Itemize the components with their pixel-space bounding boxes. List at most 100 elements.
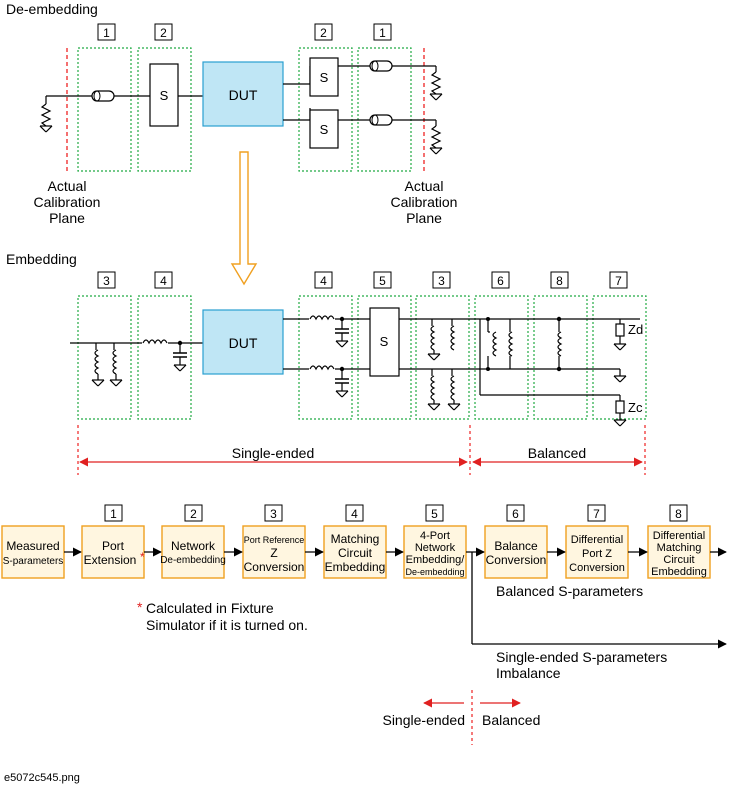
footnote-line-1: Calculated in Fixture xyxy=(146,600,274,616)
deembedding-diagram: 1 2 2 1 S DUT xyxy=(34,23,458,226)
svg-text:Differential: Differential xyxy=(571,534,623,546)
svg-text:Conversion: Conversion xyxy=(486,553,547,567)
cable-icon xyxy=(369,114,393,126)
svg-text:4: 4 xyxy=(320,274,327,288)
footnote-line-2: Simulator if it is turned on. xyxy=(146,617,308,633)
step-number-box: 7 xyxy=(609,271,628,289)
svg-text:Circuit: Circuit xyxy=(663,554,694,566)
svg-text:Port Reference: Port Reference xyxy=(244,535,305,545)
svg-text:De-embedding: De-embedding xyxy=(160,555,226,566)
svg-text:Embedding: Embedding xyxy=(651,566,707,578)
svg-text:S: S xyxy=(380,334,389,349)
svg-text:Balance: Balance xyxy=(494,539,538,553)
svg-text:7: 7 xyxy=(615,274,622,288)
svg-text:Extension: Extension xyxy=(84,553,137,567)
svg-text:De-embedding: De-embedding xyxy=(405,567,464,577)
measured-sparams-box xyxy=(1,525,65,579)
svg-text:5: 5 xyxy=(379,274,386,288)
svg-text:8: 8 xyxy=(556,274,563,288)
step-number-box: 5 xyxy=(373,271,392,289)
legend-balanced: Balanced xyxy=(482,712,540,728)
step-number-box: 1 xyxy=(104,504,123,522)
filename-caption: e5072c545.png xyxy=(4,772,80,784)
cable-icon xyxy=(369,60,393,72)
svg-text:Network: Network xyxy=(171,539,216,553)
step-number-box: 1 xyxy=(97,23,116,41)
differential-matching-circuit-box xyxy=(647,525,711,579)
svg-text:*: * xyxy=(137,599,143,615)
svg-text:Embedding/: Embedding/ xyxy=(406,554,466,566)
matching-circuit-embedding-box xyxy=(323,525,387,579)
s-parameter-block xyxy=(309,57,339,97)
svg-text:Plane: Plane xyxy=(406,210,442,226)
step-number-box: 1 xyxy=(373,23,392,41)
svg-text:4: 4 xyxy=(160,274,167,288)
svg-text:3: 3 xyxy=(270,507,277,521)
svg-text:4-Port: 4-Port xyxy=(420,530,450,542)
svg-text:7: 7 xyxy=(593,507,600,521)
balance-conversion-box xyxy=(484,525,548,579)
step-number-box: 7 xyxy=(587,504,606,522)
dut-block xyxy=(202,61,284,127)
svg-text:3: 3 xyxy=(103,274,110,288)
step-number-box: 6 xyxy=(491,271,510,289)
step-number-box: 2 xyxy=(314,23,333,41)
step-number-box: 2 xyxy=(184,504,203,522)
svg-text:2: 2 xyxy=(190,507,197,521)
balanced-range-label: Balanced xyxy=(528,445,586,461)
imbalance-label: Imbalance xyxy=(496,665,561,681)
svg-text:Circuit: Circuit xyxy=(338,546,373,560)
svg-text:Measured: Measured xyxy=(6,539,59,553)
svg-text:Matching: Matching xyxy=(331,532,380,546)
svg-text:Port Z: Port Z xyxy=(582,548,612,560)
svg-text:Network: Network xyxy=(415,542,456,554)
embedding-title: Embedding xyxy=(6,251,77,267)
svg-text:1: 1 xyxy=(103,26,110,40)
balanced-sparams-label: Balanced S-parameters xyxy=(496,583,643,599)
svg-text:5: 5 xyxy=(431,507,438,521)
deembedding-title: De-embedding xyxy=(6,1,98,17)
step-number-box: 3 xyxy=(264,504,283,522)
dut-block xyxy=(202,309,284,375)
svg-text:8: 8 xyxy=(675,507,682,521)
single-ended-sparams-label: Single-ended S-parameters xyxy=(496,649,667,665)
svg-text:Actual: Actual xyxy=(48,178,87,194)
step-number-box: 5 xyxy=(425,504,444,522)
s-parameter-block xyxy=(309,109,339,149)
step-number-box: 4 xyxy=(314,271,333,289)
embedding-diagram: 3 4 4 5 3 6 8 7 DUT xyxy=(70,271,647,475)
step-number-box: 2 xyxy=(154,23,173,41)
svg-text:Matching: Matching xyxy=(657,542,702,554)
step-number-box: 3 xyxy=(97,271,116,289)
svg-text:S: S xyxy=(160,88,169,103)
svg-text:6: 6 xyxy=(512,507,519,521)
svg-text:Conversion: Conversion xyxy=(244,560,305,574)
svg-text:Calibration: Calibration xyxy=(391,194,458,210)
svg-text:Zd: Zd xyxy=(628,322,643,337)
svg-text:S: S xyxy=(320,122,329,137)
processing-flow: 1 2 3 4 5 6 7 8 Measured S-parameters Po… xyxy=(1,504,727,745)
svg-text:6: 6 xyxy=(497,274,504,288)
step-number-box: 8 xyxy=(550,271,569,289)
svg-text:2: 2 xyxy=(320,26,327,40)
legend-single-ended: Single-ended xyxy=(382,712,465,728)
svg-text:DUT: DUT xyxy=(229,335,258,351)
svg-text:Conversion: Conversion xyxy=(569,562,625,574)
step-number-box: 6 xyxy=(506,504,525,522)
asterisk-marker: * xyxy=(140,550,145,564)
four-port-network-box xyxy=(403,525,467,579)
differential-port-z-conversion-box xyxy=(565,525,629,579)
svg-text:S: S xyxy=(320,70,329,85)
svg-text:Actual: Actual xyxy=(405,178,444,194)
svg-text:Differential: Differential xyxy=(653,530,705,542)
svg-text:1: 1 xyxy=(110,507,117,521)
svg-text:Port: Port xyxy=(102,539,125,553)
single-ended-range-label: Single-ended xyxy=(232,445,315,461)
step-number-box: 3 xyxy=(432,271,451,289)
s-parameter-block xyxy=(369,307,400,377)
svg-text:Z: Z xyxy=(270,546,277,560)
svg-text:Zc: Zc xyxy=(628,400,643,415)
svg-text:Calibration: Calibration xyxy=(34,194,101,210)
step-number-box: 4 xyxy=(154,271,173,289)
